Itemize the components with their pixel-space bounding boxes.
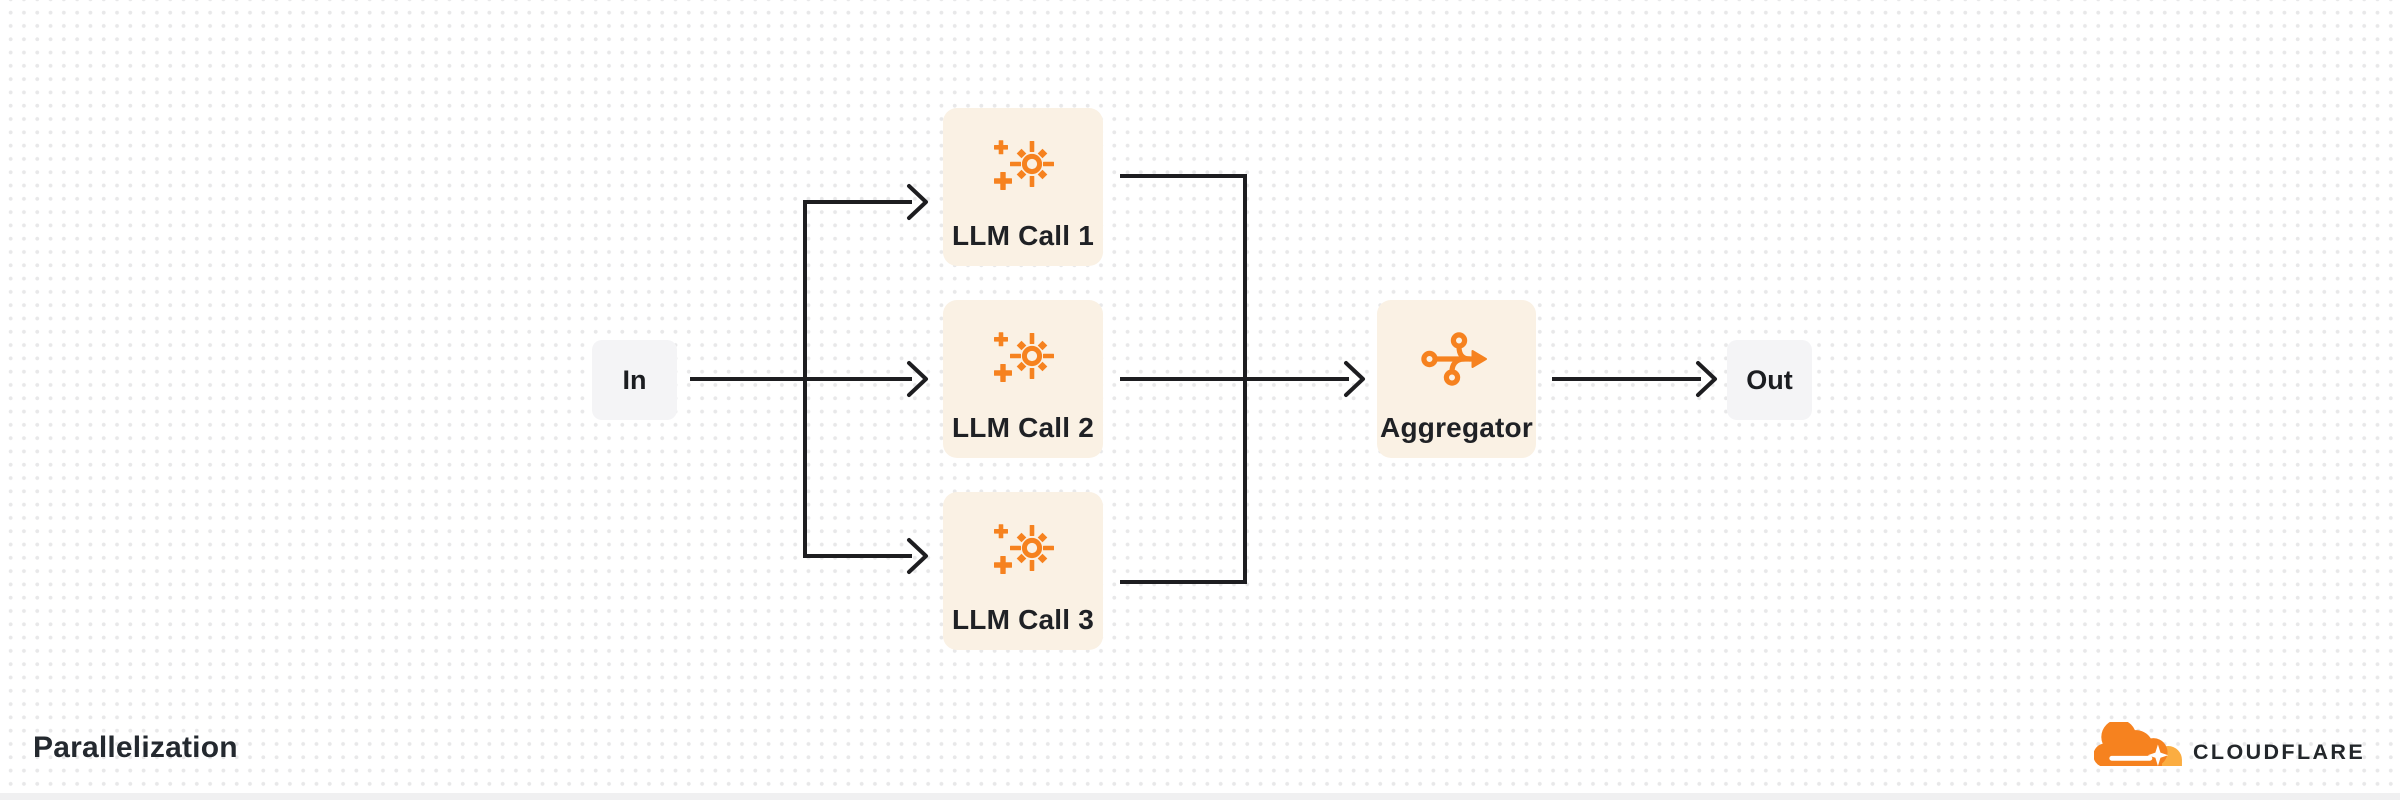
node-llm-call-3: LLM Call 3 [943,492,1103,650]
node-aggregator-label: Aggregator [1380,412,1533,443]
node-in: In [592,340,677,420]
cloudflare-cloud-icon [2094,722,2182,766]
node-llm-call-1-label: LLM Call 1 [951,220,1094,251]
arrowhead-llm1 [907,184,928,220]
node-llm-call-2: LLM Call 2 [943,300,1103,458]
cloudflare-wordmark: CLOUDFLARE [2193,740,2366,764]
bottom-edge-divider [0,793,2400,800]
diagram-title: Parallelization [33,731,238,764]
sparkle-icon [994,140,1054,190]
node-llm-call-2-label: LLM Call 2 [951,412,1094,443]
arrowhead-llm3 [907,538,928,574]
arrowhead-aggregator [1344,361,1365,397]
node-llm-call-3-label: LLM Call 3 [951,604,1094,635]
sparkle-icon [994,524,1054,574]
arrowhead-out [1696,361,1717,397]
arrowhead-llm2 [907,361,928,397]
node-llm-call-1: LLM Call 1 [943,108,1103,266]
node-out: Out [1727,340,1812,420]
node-aggregator: Aggregator [1377,300,1536,458]
node-in-label: In [622,364,647,395]
sparkle-icon [994,332,1054,382]
node-out-label: Out [1746,364,1793,395]
merge-icon [1420,332,1487,386]
cloudflare-logo: CLOUDFLARE [2094,722,2365,767]
